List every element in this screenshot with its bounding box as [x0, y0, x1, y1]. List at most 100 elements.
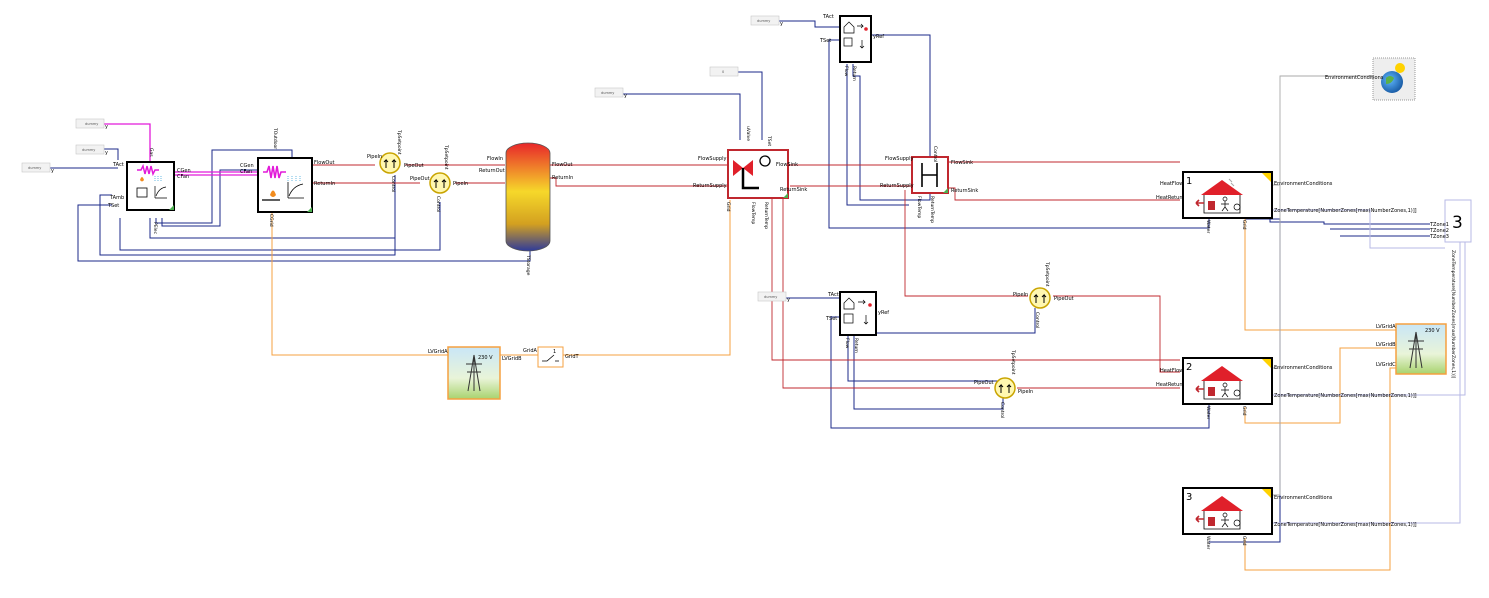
house-2[interactable]: 2 EnvironmentConditions ZoneTemperature[… — [1156, 357, 1417, 419]
controller-2-y-ref: yRef — [878, 310, 889, 316]
controller-2-return: Return — [853, 338, 859, 353]
pump-3[interactable]: PipeIn PipeOut TpSetpoint Control — [1013, 261, 1074, 328]
mixing-valve-return-supply: ReturnSupply — [693, 183, 727, 189]
mixing-valve-return-sink: ReturnSink — [780, 187, 807, 193]
source-s4[interactable]: dummy y — [594, 87, 627, 99]
mux-label: 3 — [1452, 213, 1463, 233]
pump-1[interactable]: PipeIn PipeOut TpSetpoint Control — [367, 129, 424, 192]
controller-1-flow: Flow — [843, 66, 849, 77]
house-3-zone-temp: ZoneTemperature[NumberZones[max(NumberZo… — [1274, 522, 1417, 528]
coil-icon — [137, 163, 159, 177]
continent-icon — [1386, 76, 1394, 84]
grid-block-2[interactable]: 230 V LVGridA LVGridB LVGridC ZoneTemper… — [1376, 250, 1456, 379]
pump-3-setpoint: TpSetpoint — [1044, 261, 1050, 287]
grid-block-1[interactable]: 230 V LVGridA LVGridB — [428, 346, 522, 400]
storage-return-in: ReturnIn — [552, 175, 573, 181]
pump-2-setpoint: TpSetpoint — [443, 144, 449, 170]
person-body-icon — [1221, 201, 1229, 212]
source-s8[interactable]: dummy y — [757, 291, 790, 303]
grid-vertical-note: ZoneTemperature[NumberZones[max(NumberZo… — [1450, 250, 1456, 379]
environment-block[interactable]: EnvironmentConditions — [1325, 57, 1416, 101]
mixing-valve-block[interactable]: FlowSupply ReturnSupply FlowSink ReturnS… — [693, 126, 807, 229]
house-1-env: EnvironmentConditions — [1274, 181, 1333, 187]
controller-1-block[interactable]: TAct TSet yRef Flow Return — [819, 14, 884, 81]
sun-corner-icon — [1262, 489, 1271, 498]
controller-2-block[interactable]: TAct TSet yRef Flow Return — [825, 291, 889, 353]
storage-flow-out: FlowOut — [552, 162, 573, 168]
environment-wires — [1272, 75, 1466, 524]
boiler-gas: Gas — [148, 148, 154, 157]
arrows-icon — [383, 158, 397, 168]
gas-wires — [104, 123, 260, 176]
source-s7[interactable]: dummy y — [750, 15, 783, 27]
pump-4-pipe-in: PipeIn — [1018, 389, 1033, 395]
controller-2-t-set: TSet — [825, 316, 837, 322]
distributor-block[interactable]: FlowSupply ReturnSupply FlowSink ReturnS… — [880, 146, 978, 223]
roof-icon — [1201, 496, 1243, 511]
curve-icon — [287, 182, 304, 199]
source-s3[interactable]: dummy y — [21, 162, 54, 174]
source-s8-output: y — [787, 297, 790, 303]
chip-icon — [843, 37, 853, 47]
house-1[interactable]: 1 EnvironmentConditions ZoneTemperature[… — [1156, 171, 1417, 233]
boiler-p-elec: PElec — [152, 222, 158, 235]
mixing-valve-flow-supply: FlowSupply — [698, 156, 726, 162]
arrow-icon — [858, 299, 866, 305]
pump-4[interactable]: PipeOut PipeIn TpSetpoint Control — [974, 349, 1033, 418]
switch-in: GridA — [523, 348, 537, 354]
distributor-return-temp: ReturnTemp — [929, 196, 935, 223]
boiler-c-gen: CGen — [177, 168, 191, 174]
sun-corner-icon — [1262, 359, 1271, 368]
house-1-number: 1 — [1186, 176, 1192, 187]
source-s6[interactable]: 0 — [709, 66, 739, 77]
signal-wires — [38, 20, 1430, 543]
switch-block[interactable]: 1 GridA GridT — [523, 346, 579, 368]
mixing-valve-t-set: TSet — [766, 135, 772, 146]
distributor-return-sink: ReturnSink — [951, 188, 978, 194]
thermometer-icon — [864, 27, 868, 31]
green-corner-icon — [783, 193, 788, 198]
mux-block[interactable]: 3 TZone1 TZone2 TZone3 — [1429, 199, 1472, 243]
house-3-env: EnvironmentConditions — [1274, 495, 1333, 501]
globe-icon — [1381, 71, 1403, 93]
heat-pump-c-grid: CGrid — [268, 214, 274, 227]
distributor-flow-temp: FlowTemp — [916, 196, 922, 218]
grid-1-voltage: 230 V — [478, 355, 493, 361]
person-body-icon — [1221, 517, 1229, 528]
pump-3-pipe-out: PipeOut — [1054, 296, 1074, 302]
source-s3-output: y — [51, 168, 54, 174]
grid-2-voltage: 230 V — [1425, 328, 1440, 334]
valve-icon — [859, 40, 865, 49]
house-3[interactable]: 3 EnvironmentConditions ZoneTemperature[… — [1182, 487, 1417, 549]
pipe-icon — [921, 163, 938, 187]
pump-1-pipe-out: PipeOut — [404, 163, 424, 169]
source-s2[interactable]: dummy y — [75, 144, 108, 156]
pump-4-control: Control — [999, 402, 1005, 418]
house-1-heat-flow: HeatFlow — [1160, 181, 1183, 187]
radiator-icon — [1208, 387, 1215, 396]
source-s1-label: dummy — [85, 122, 98, 126]
source-s7-output: y — [780, 21, 783, 27]
storage-return-out: ReturnOut — [479, 168, 505, 174]
house-2-number: 2 — [1186, 362, 1192, 373]
pump-3-pipe-in: PipeIn — [1013, 292, 1028, 298]
distributor-flow-sink: FlowSink — [951, 160, 973, 166]
boiler-block[interactable]: TAct TSet TAmb CGen CFan Gas PElec — [107, 148, 191, 235]
thermometer-icon — [868, 303, 872, 307]
heat-pump-c-gen: CGen — [240, 163, 254, 169]
grid-1-lv-b: LVGridB — [502, 356, 522, 362]
source-s2-label: dummy — [82, 148, 95, 152]
electric-wires — [271, 200, 1396, 571]
heat-pump-block[interactable]: CGen CFan FlowOut ReturnIn TOutdoor CGri… — [240, 127, 335, 227]
storage-tank[interactable]: FlowIn ReturnOut FlowOut ReturnIn TStora… — [479, 142, 573, 276]
house-1-heat-return: HeatReturn — [1156, 195, 1184, 201]
source-s1[interactable]: dummy y — [75, 118, 108, 130]
pump-1-setpoint: TpSetpoint — [396, 129, 402, 155]
grid-2-lv-c: LVGridC — [1376, 362, 1396, 368]
house-3-grid: Grid — [1241, 536, 1247, 546]
controller-1-return: Return — [851, 66, 857, 81]
smile-icon — [1233, 389, 1241, 397]
pump-2[interactable]: PipeOut PipeIn TpSetpoint Control — [410, 144, 468, 212]
mixing-valve-grid: Grid — [725, 202, 731, 212]
house-2-zone-temp: ZoneTemperature[NumberZones[max(NumberZo… — [1274, 393, 1417, 399]
